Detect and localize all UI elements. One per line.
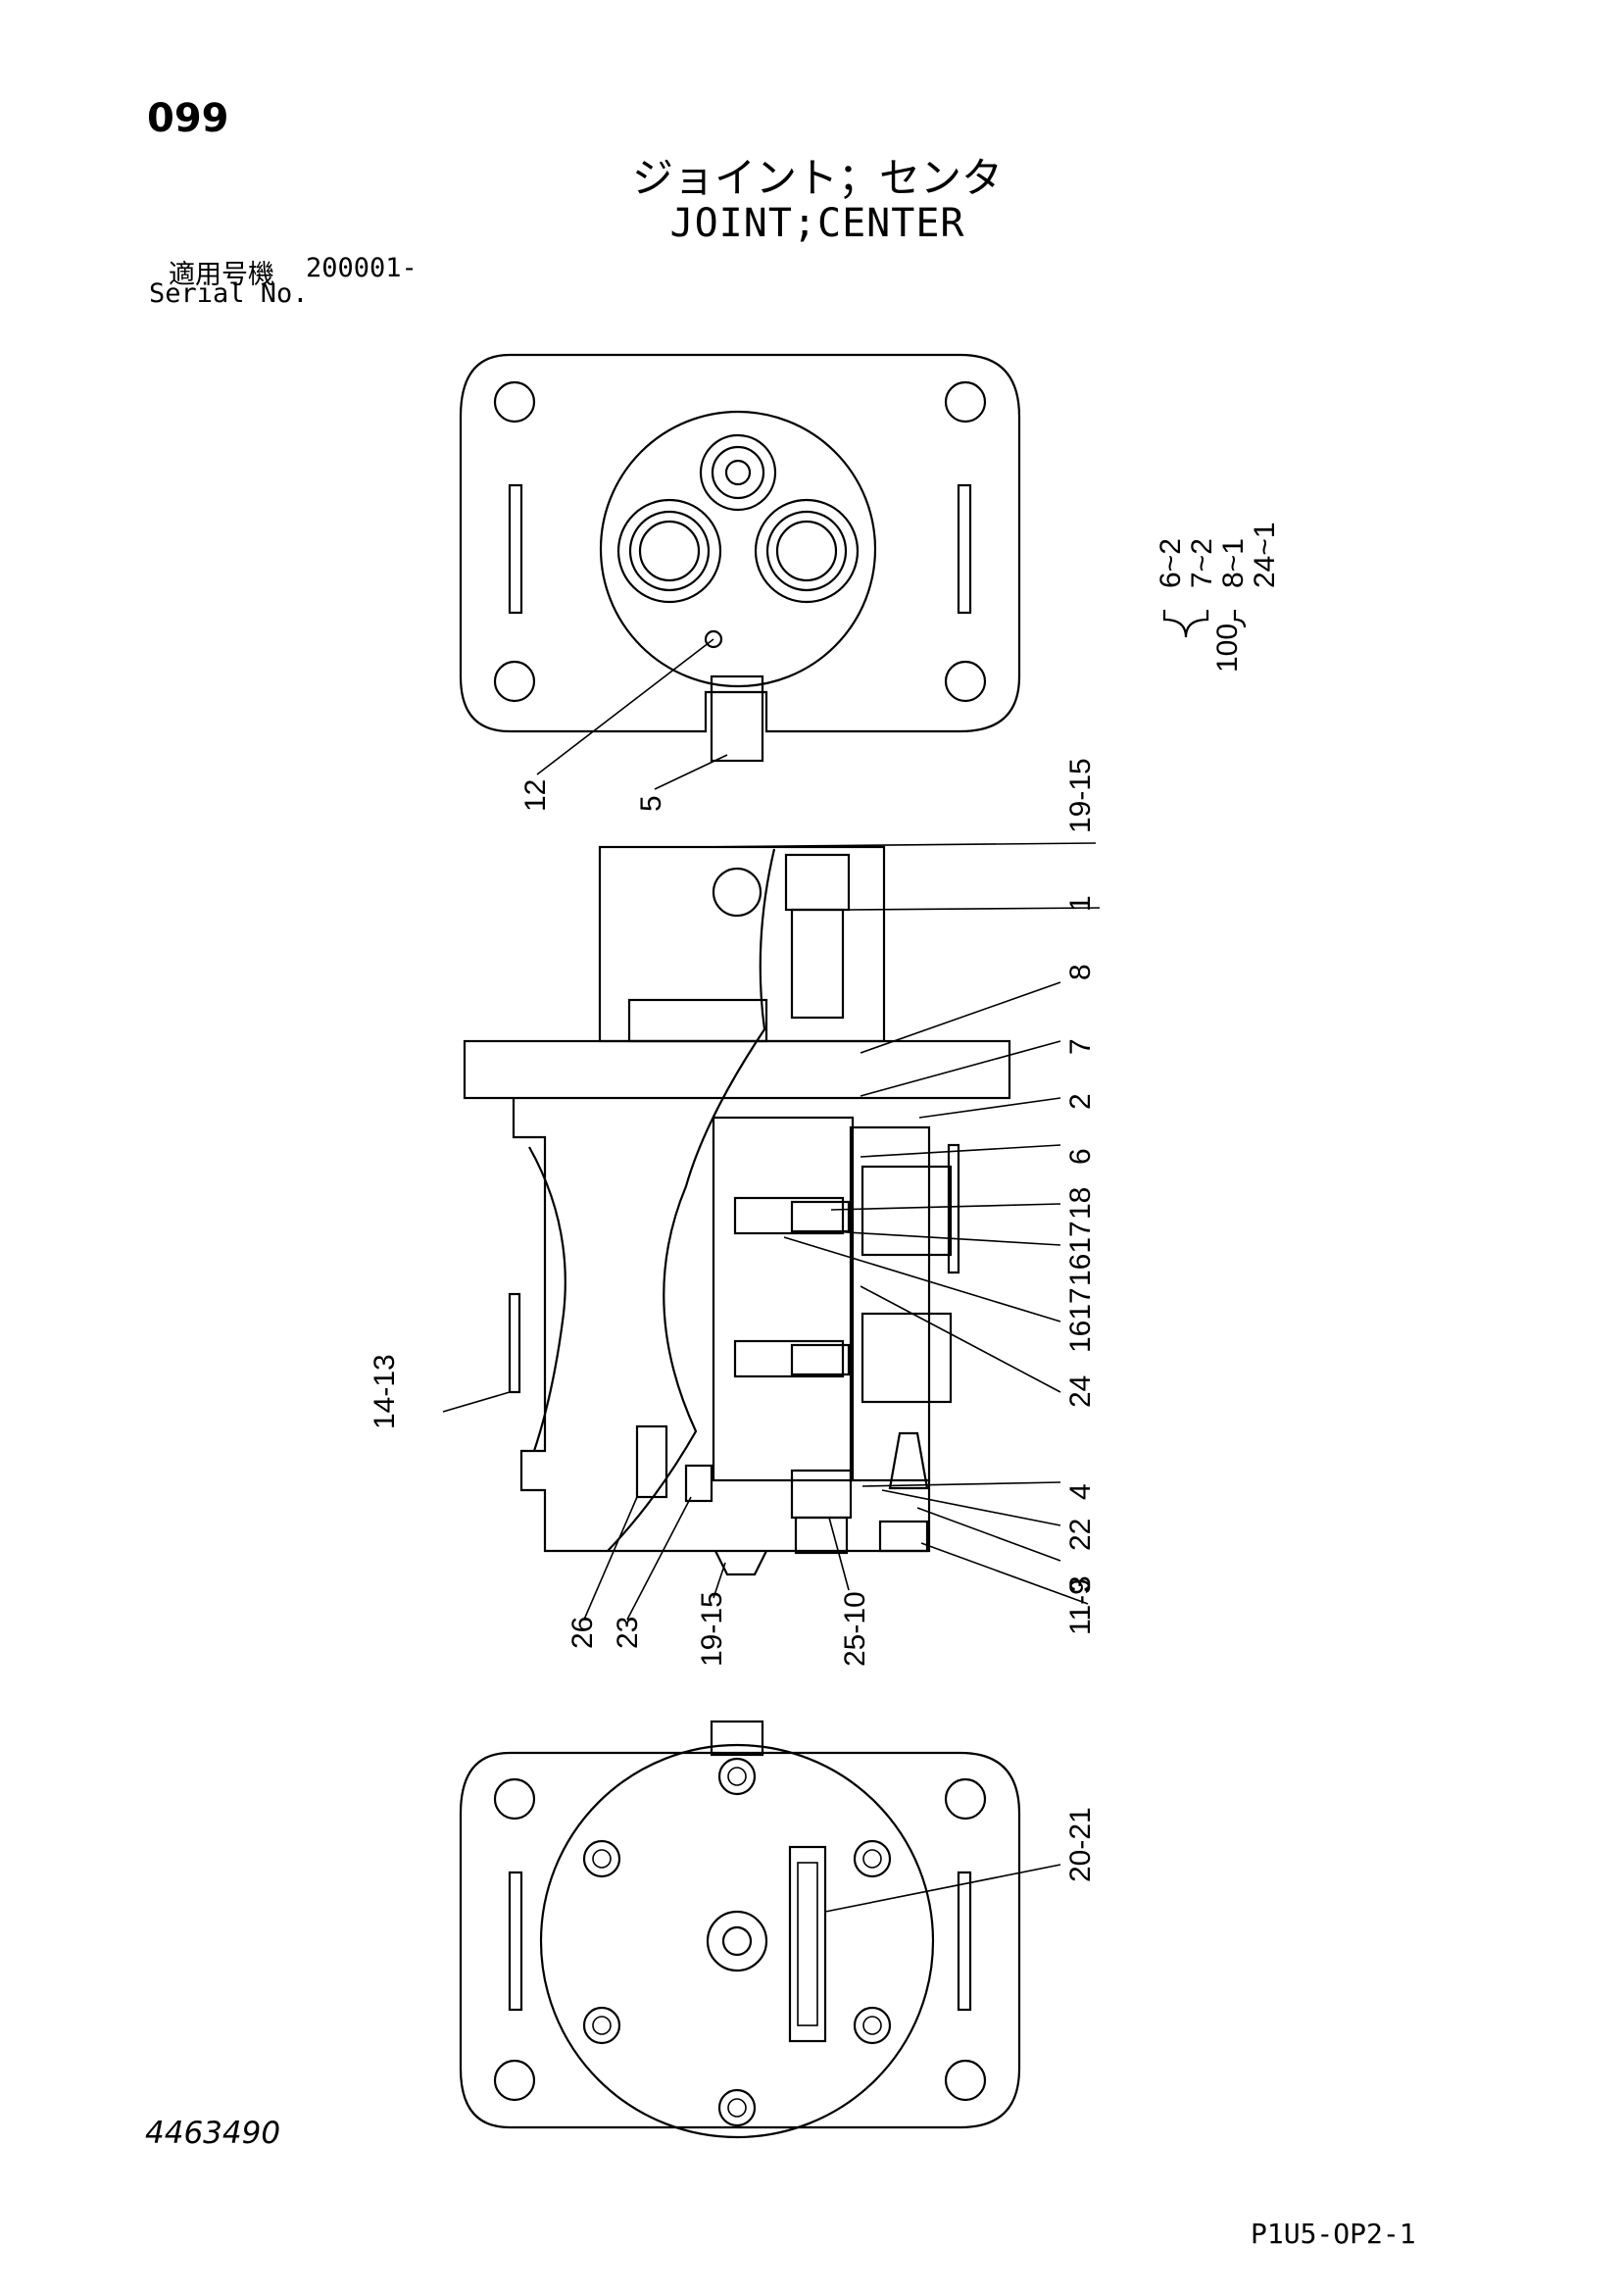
kit-number: 100 [1211,624,1244,673]
serial-number-value: 200001- [306,253,418,283]
kit-item-4: 24~1 [1249,522,1281,588]
callout-19-15-bottom: 19-15 [696,1591,728,1667]
callout-labels: 12 5 19-15 1 8 7 2 6 18 1617 1617 16 24 … [369,758,1097,1882]
callout-2: 2 [1064,1093,1097,1110]
callout-19-15-top: 19-15 [1064,758,1097,833]
callout-20-21: 20-21 [1064,1807,1097,1882]
callout-11-9: 11-9 [1064,1578,1097,1635]
serial-label-english: Serial No. [149,278,309,309]
callout-7: 7 [1064,1038,1097,1055]
title-japanese: ジョイント；センタ [631,154,1003,202]
serial-label-japanese: 適用号機 [169,260,274,290]
callout-14-13: 14-13 [369,1354,401,1429]
callout-25-10: 25-10 [839,1591,871,1667]
sheet-code: P1U5-OP2-1 [1251,2218,1416,2250]
kit-item-3: 8~1 [1217,538,1250,588]
section-view [442,842,1101,1621]
kit-brace: 100 6~2 7~2 8~1 24~1 [1155,522,1281,673]
bottom-view [459,1720,1061,2139]
kit-item-2: 7~2 [1186,538,1218,588]
callout-18: 18 [1064,1187,1097,1220]
callout-6: 6 [1064,1148,1097,1165]
callout-1617-lower: 1617 [1064,1287,1097,1353]
callout-1: 1 [1064,895,1097,912]
callout-22: 22 [1064,1519,1097,1551]
kit-item-1: 6~2 [1155,538,1187,588]
callout-26: 26 [566,1617,599,1649]
callout-8: 8 [1064,964,1097,980]
callout-3: 3 [1064,1575,1097,1592]
callout-23: 23 [612,1617,644,1649]
top-view [459,353,1021,790]
page-number: 099 [147,96,229,141]
drawing-number: 4463490 [145,2116,281,2151]
callout-1617: 1617 [1064,1221,1097,1286]
callout-12: 12 [519,779,552,812]
title-english: JOINT;CENTER [669,201,965,246]
callout-24: 24 [1064,1375,1097,1408]
callout-5: 5 [635,795,667,812]
callout-4: 4 [1064,1483,1097,1500]
